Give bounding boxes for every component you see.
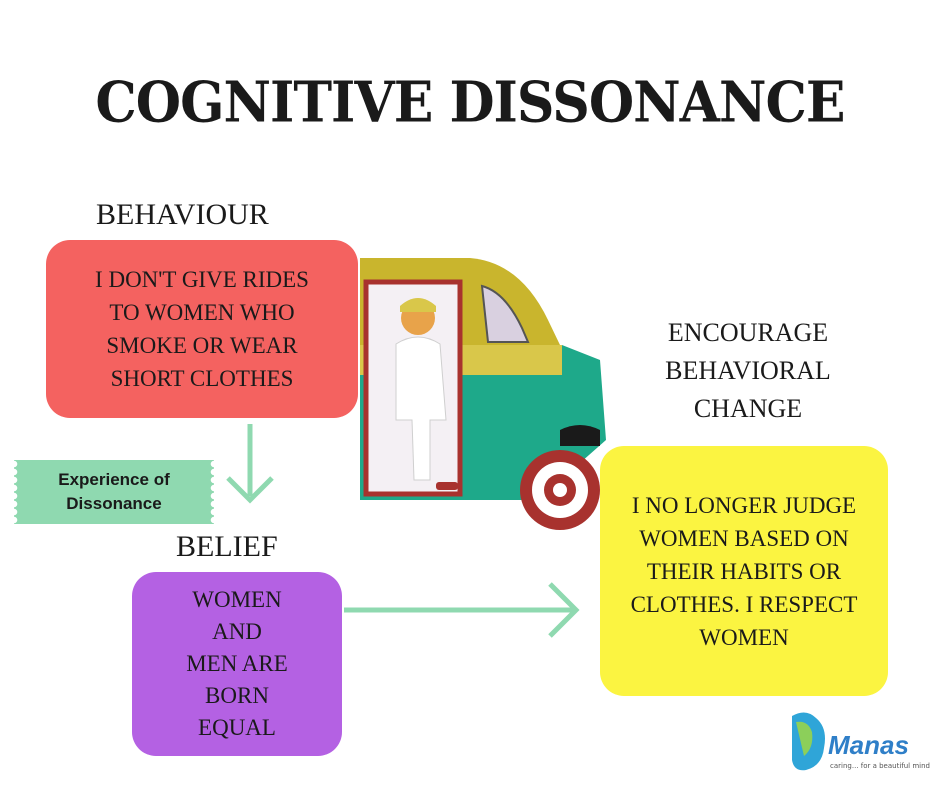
belief-line: MEN ARE — [186, 651, 288, 676]
change-heading: ENCOURAGE BEHAVIORAL CHANGE — [628, 314, 868, 428]
change-heading-line: ENCOURAGE — [667, 318, 829, 347]
dissonance-tag-line: Experience of — [58, 470, 170, 489]
belief-heading: BELIEF — [176, 530, 278, 563]
manas-logo-name: Manas — [828, 730, 909, 760]
behaviour-line: SMOKE OR WEAR — [106, 333, 298, 358]
belief-line: WOMEN — [192, 587, 282, 612]
behaviour-line: I DON'T GIVE RIDES — [95, 267, 309, 292]
change-heading-line: CHANGE — [693, 394, 803, 423]
belief-line: AND — [212, 619, 262, 644]
driver-figure — [395, 298, 458, 490]
change-line: I NO LONGER JUDGE — [631, 492, 857, 518]
behaviour-heading: BEHAVIOUR — [96, 198, 269, 231]
behaviour-line: SHORT CLOTHES — [110, 366, 294, 391]
belief-line: BORN — [205, 683, 269, 708]
dissonance-tag-line: Dissonance — [66, 494, 162, 513]
dissonance-tag: Experience of Dissonance — [10, 460, 218, 524]
change-heading-line: BEHAVIORAL — [665, 356, 831, 385]
change-line: WOMEN — [699, 624, 789, 650]
arrow-belief-to-change — [344, 582, 580, 638]
belief-box: WOMEN AND MEN ARE BORN EQUAL — [132, 572, 342, 756]
belief-line: EQUAL — [198, 715, 276, 740]
behaviour-box: I DON'T GIVE RIDES TO WOMEN WHO SMOKE OR… — [46, 240, 358, 418]
change-line: CLOTHES. I RESPECT — [630, 591, 858, 617]
change-box: I NO LONGER JUDGE WOMEN BASED ON THEIR H… — [600, 446, 888, 696]
diagram-title: COGNITIVE DISSONANCE — [95, 69, 845, 136]
change-line: THEIR HABITS OR — [646, 558, 842, 584]
manas-logo-tagline: caring... for a beautiful mind — [830, 762, 930, 770]
arrow-behaviour-to-belief — [226, 424, 274, 504]
auto-rickshaw-illustration — [360, 258, 606, 530]
change-line: WOMEN BASED ON — [639, 525, 849, 551]
manas-logo-icon — [792, 712, 825, 771]
behaviour-line: TO WOMEN WHO — [109, 300, 295, 325]
